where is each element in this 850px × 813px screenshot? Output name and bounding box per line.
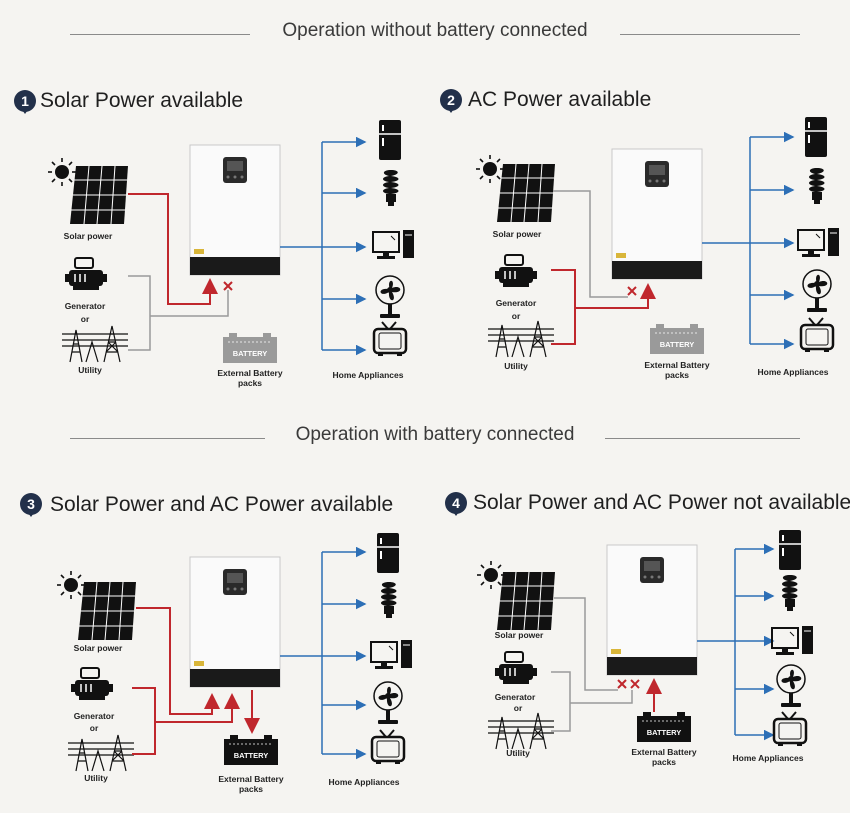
label-utility: Utility [504,361,528,371]
label-solar-power: Solar power [63,231,113,241]
tv-icon [799,316,835,354]
battery-text: BATTERY [232,349,268,358]
battery-icon [223,734,279,766]
fan-icon [802,269,832,313]
power-tower-icon [487,320,555,358]
battery-icon [636,711,692,743]
scenario-4-badge: 4 [445,492,467,516]
power-tower-icon [487,712,555,750]
computer-icon [372,229,415,260]
label-or: or [513,703,523,713]
battery-text: BATTERY [646,728,682,737]
battery-icon [222,332,278,364]
scenario-2-title: AC Power available [468,88,652,111]
scenario-4-title: Solar Power and AC Power not available [473,491,850,514]
refrigerator-icon [804,116,828,158]
scenario-3-title: Solar Power and AC Power available [50,493,394,516]
label-generator: Generator [494,692,536,702]
generator-icon [70,667,114,701]
inverter-icon [611,148,703,280]
label-home-appliances: Home Appliances [328,777,400,787]
tv-icon [370,728,406,766]
sun-icon [47,157,77,187]
label-generator: Generator [64,301,106,311]
blocked-x-icon [617,679,627,689]
computer-icon [370,639,413,670]
computer-icon [771,625,814,656]
inverter-icon [189,144,281,276]
lightbulb-icon [809,168,825,204]
label-solar-power: Solar power [73,643,123,653]
solar-panel-icon [496,163,556,223]
label-or: or [80,314,90,324]
solar-panel-icon [69,165,129,225]
lightbulb-icon [381,582,397,618]
lightbulb-icon [782,575,798,611]
label-home-appliances: Home Appliances [332,370,404,380]
scenario-1-title: Solar Power available [40,89,244,112]
sun-icon [56,570,86,600]
label-external-battery: External Battery packs [217,368,283,388]
sun-icon [476,560,506,590]
label-generator: Generator [495,298,537,308]
refrigerator-icon [376,532,400,574]
blocked-x-icon [627,286,637,296]
section-header-without-battery: Operation without battery connected [70,20,800,50]
battery-text: BATTERY [659,340,695,349]
inverter-icon [606,544,698,676]
blocked-x-icon [630,679,640,689]
refrigerator-icon [378,119,402,161]
section-header-with-battery: Operation with battery connected [70,424,800,454]
section-title-with-battery: Operation with battery connected [285,424,585,445]
solar-panel-icon [77,581,137,641]
computer-icon [797,227,840,258]
scenario-3-badge: 3 [20,493,42,517]
fan-icon [375,275,405,319]
tv-icon [372,320,408,358]
label-or: or [89,723,99,733]
sun-icon [475,154,505,184]
tv-icon [772,710,808,748]
label-generator: Generator [73,711,115,721]
label-utility: Utility [506,748,530,758]
refrigerator-icon [778,529,802,571]
fan-icon [373,681,403,725]
label-external-battery: External Battery packs [644,360,710,380]
battery-icon [649,323,705,355]
scenario-4-diagram [476,529,814,750]
solar-panel-icon [496,571,556,631]
scenario-3-diagram [56,532,413,772]
label-external-battery: External Battery packs [631,747,697,767]
power-tower-icon [67,734,135,772]
generator-icon [64,257,108,291]
label-solar-power: Solar power [494,630,544,640]
blocked-x-icon [223,281,233,291]
label-home-appliances: Home Appliances [757,367,829,377]
label-utility: Utility [84,773,108,783]
fan-icon [776,664,806,708]
label-or: or [511,311,521,321]
lightbulb-icon [383,170,399,206]
label-home-appliances: Home Appliances [732,753,804,763]
label-solar-power: Solar power [492,229,542,239]
battery-text: BATTERY [233,751,269,760]
label-utility: Utility [78,365,102,375]
section-title-without-battery: Operation without battery connected [272,20,598,41]
scenario-2-diagram [475,116,840,358]
generator-icon [494,651,538,685]
generator-icon [494,254,538,288]
inverter-icon [189,556,281,688]
power-tower-icon [61,325,129,363]
label-external-battery: External Battery packs [218,774,284,794]
scenario-1-diagram [47,119,415,364]
scenario-1-badge: 1 [14,90,36,114]
scenario-2-badge: 2 [440,89,462,113]
